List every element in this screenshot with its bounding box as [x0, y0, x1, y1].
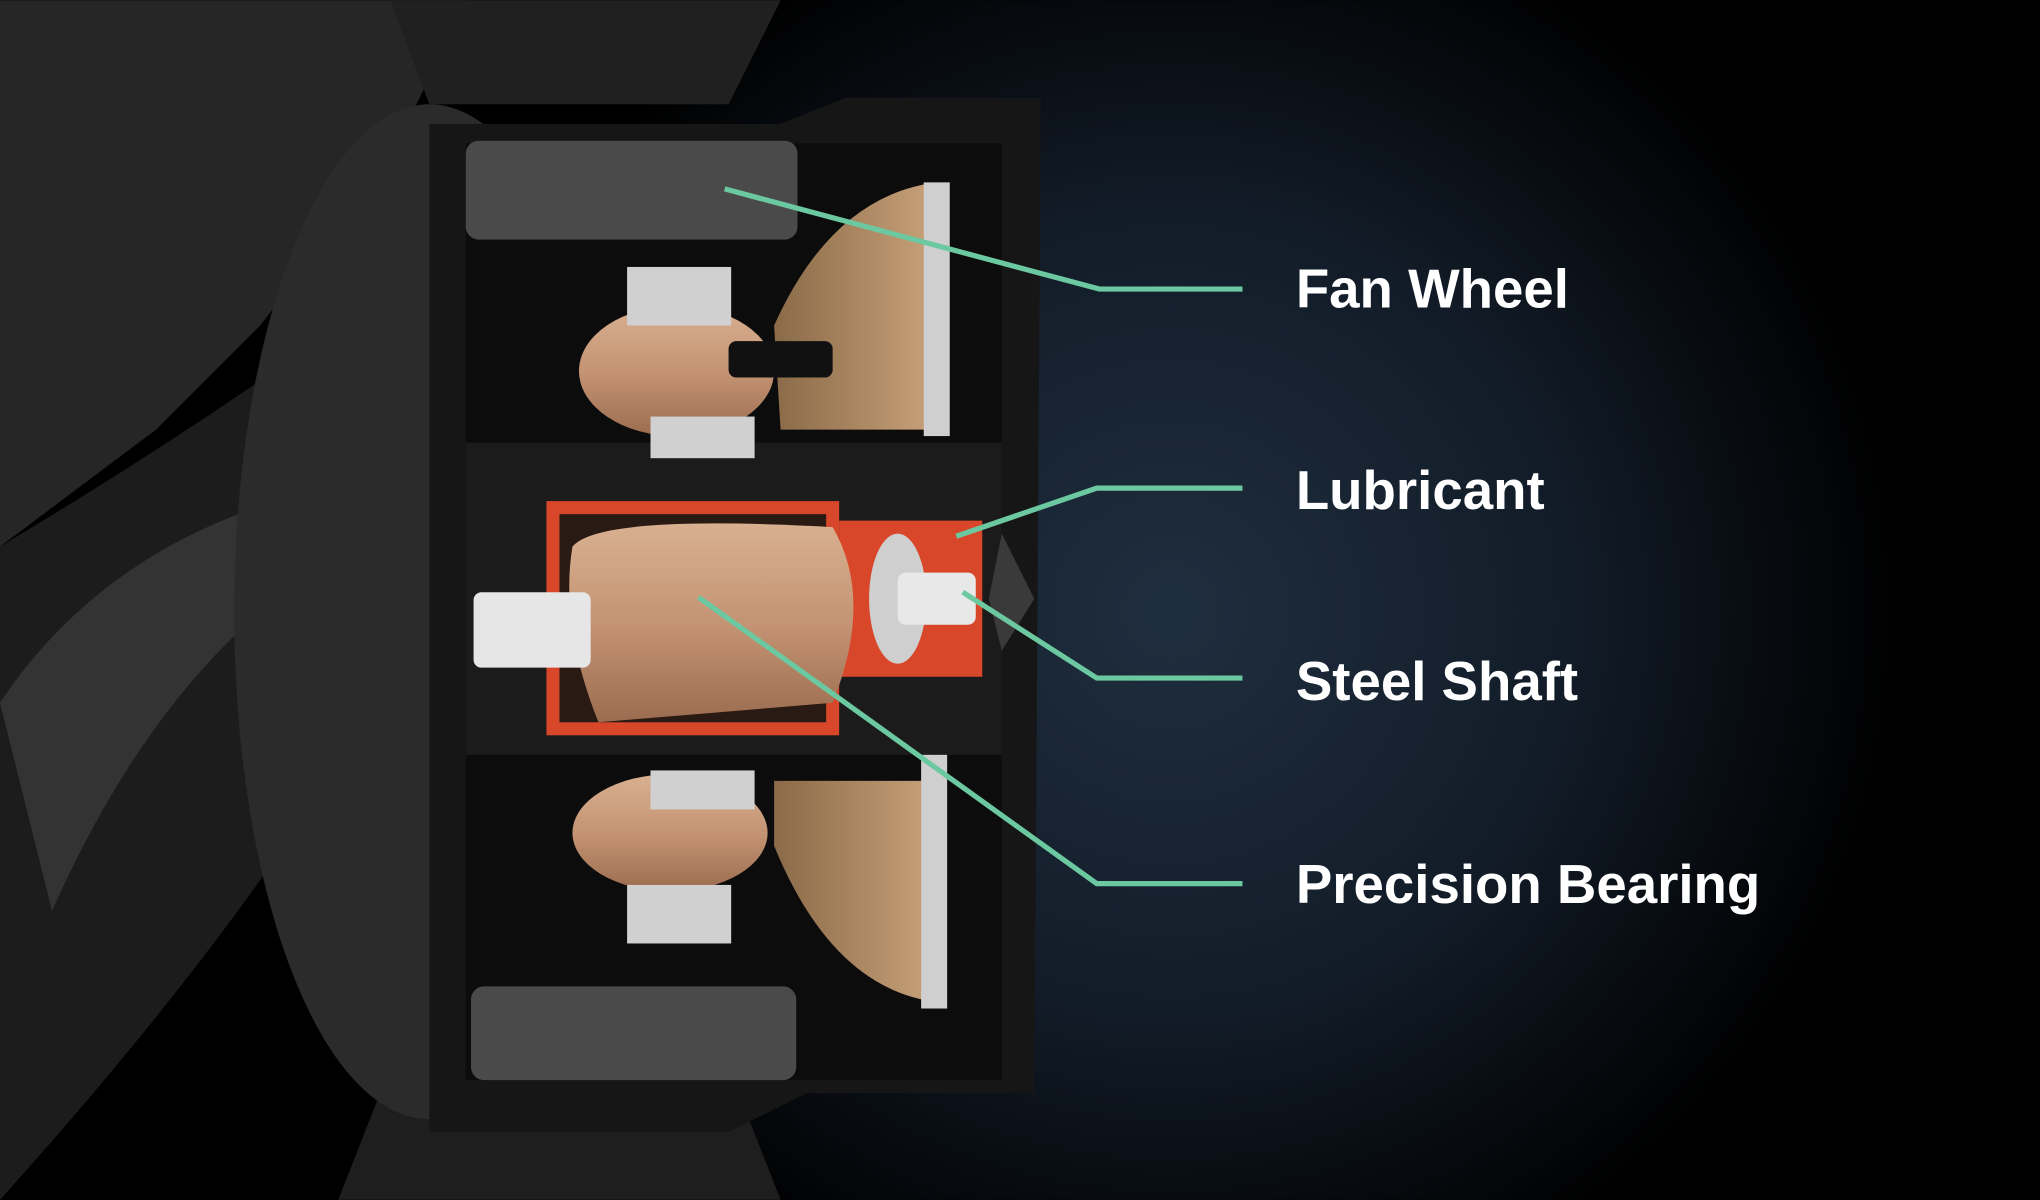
label-fan-wheel: Fan Wheel	[1296, 258, 1569, 319]
label-steel-shaft: Steel Shaft	[1296, 651, 1578, 712]
leader-lines	[697, 186, 1243, 887]
leader-line-steel-shaft	[961, 590, 1243, 681]
stator-coils	[572, 266, 833, 944]
steel-shaft-part	[897, 572, 976, 625]
bearing-assembly	[473, 501, 1035, 736]
leader-line-lubricant	[955, 485, 1243, 539]
leader-line-fan-wheel	[723, 186, 1243, 292]
precision-bearing-part	[569, 523, 854, 723]
leader-line-precision-bearing	[697, 595, 1243, 887]
magnet-top	[465, 140, 798, 240]
magnet-bottom	[470, 986, 797, 1081]
label-precision-bearing: Precision Bearing	[1296, 854, 1760, 915]
label-lubricant: Lubricant	[1296, 460, 1545, 521]
shaft-left	[473, 592, 591, 668]
